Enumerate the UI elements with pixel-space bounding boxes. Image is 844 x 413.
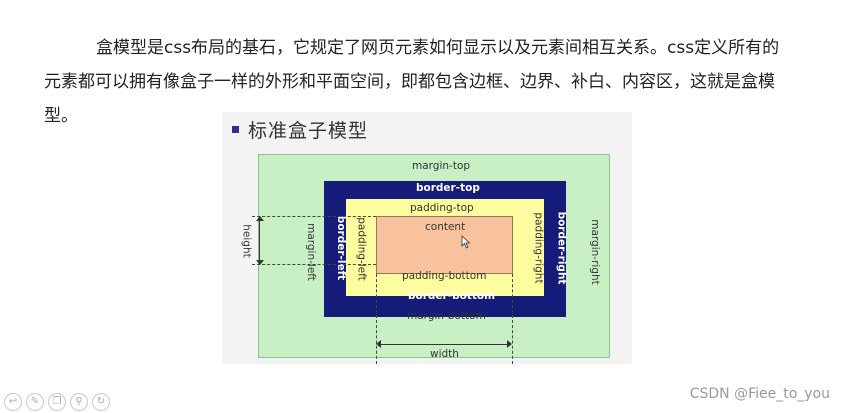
width-arrow-line [380, 344, 508, 345]
height-arrow-down-icon [256, 260, 264, 265]
diagram-title: 标准盒子模型 [248, 120, 369, 142]
intro-paragraph: 盒模型是css布局的基石，它规定了网页元素如何显示以及元素间相互关系。css定义… [44, 38, 780, 126]
border-right-label: border-right [555, 211, 568, 285]
padding-bottom-label: padding-bottom [402, 270, 487, 282]
content-label: content [425, 221, 466, 233]
margin-bottom-label: margin-bottom [407, 310, 486, 322]
padding-left-label: padding-left [355, 217, 368, 281]
height-arrow-up-icon [256, 216, 264, 221]
content-area [376, 216, 513, 274]
border-bottom-label: border-bottom [408, 290, 496, 302]
back-icon[interactable]: ↩ [4, 393, 22, 411]
border-top-label: border-top [416, 182, 480, 194]
height-label: height [240, 224, 253, 258]
image-toolbar: ↩ ✎ ❐ ⚲ ↻ [4, 393, 110, 411]
width-guide-left [376, 274, 377, 364]
width-guide-right [512, 274, 513, 364]
edit-icon[interactable]: ✎ [26, 393, 44, 411]
mouse-cursor-icon [461, 235, 471, 249]
height-guide-bottom [252, 264, 376, 265]
rotate-icon[interactable]: ↻ [92, 393, 110, 411]
zoom-icon[interactable]: ⚲ [70, 393, 88, 411]
bullet-icon [232, 126, 239, 133]
border-left-label: border-left [335, 215, 348, 281]
width-label: width [430, 348, 459, 360]
padding-right-label: padding-right [532, 212, 545, 284]
copy-icon[interactable]: ❐ [48, 393, 66, 411]
margin-left-label: margin-left [304, 223, 317, 281]
box-model-diagram: 标准盒子模型 margin-top margin-bottom margin-l… [222, 112, 632, 364]
width-arrow-left-icon [376, 340, 381, 348]
height-arrow-line [259, 218, 260, 262]
watermark: CSDN @Fiee_to_you [689, 386, 830, 402]
margin-right-label: margin-right [588, 219, 601, 285]
padding-top-label: padding-top [410, 202, 474, 214]
height-guide-top [252, 216, 376, 217]
width-arrow-right-icon [507, 340, 512, 348]
margin-top-label: margin-top [412, 160, 471, 172]
